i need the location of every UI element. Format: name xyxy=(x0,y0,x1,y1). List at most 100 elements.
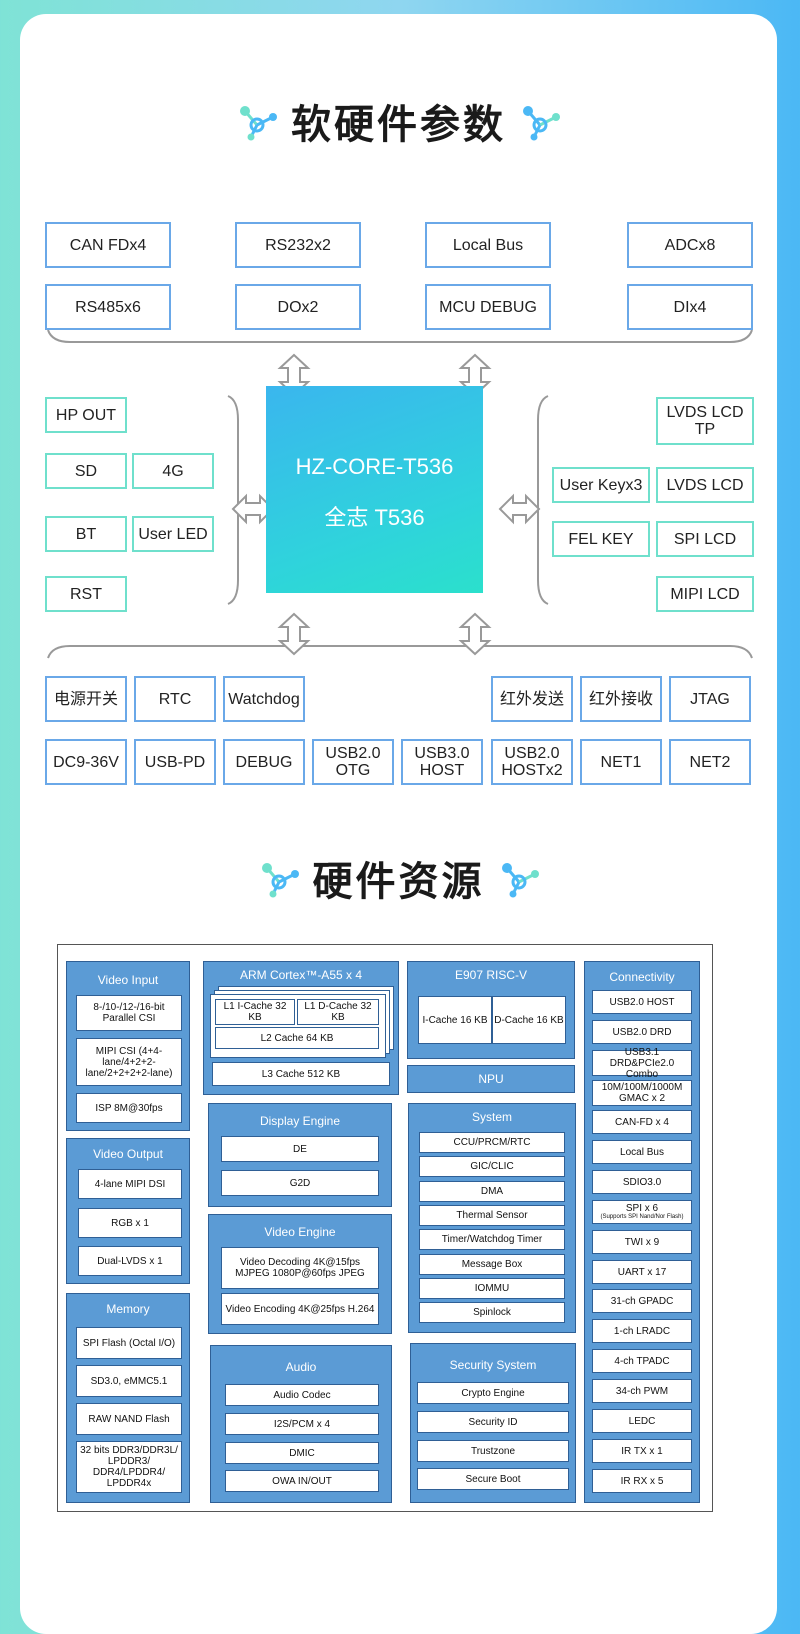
block-item: I-Cache 16 KB xyxy=(418,996,492,1044)
core-module: HZ-CORE-T536 全志 T536 xyxy=(266,386,483,593)
core-model: HZ-CORE-T536 xyxy=(295,454,454,479)
block-item: Thermal Sensor xyxy=(419,1205,565,1226)
group-title: NPU xyxy=(478,1072,504,1086)
block-item: Audio Codec xyxy=(225,1384,379,1406)
block-item: USB2.0 HOST xyxy=(592,990,692,1014)
interface-box: DIx4 xyxy=(627,284,753,330)
interface-box: 红外接收 xyxy=(580,676,662,722)
connector-lines xyxy=(47,329,753,659)
interface-box: USB2.0 HOSTx2 xyxy=(491,739,573,785)
interface-box: MIPI LCD xyxy=(656,576,754,612)
interface-box: User LED xyxy=(132,516,214,552)
interface-box: USB-PD xyxy=(134,739,216,785)
block-item: DMIC xyxy=(225,1442,379,1464)
interface-box: Local Bus xyxy=(425,222,551,268)
block-item: 4-ch TPADC xyxy=(592,1349,692,1373)
block-item: 1-ch LRADC xyxy=(592,1319,692,1343)
block-item: SD3.0, eMMC5.1 xyxy=(76,1365,182,1397)
block-item: L3 Cache 512 KB xyxy=(212,1062,390,1086)
group-video-engine: Video Engine Video Decoding 4K@15fps MJP… xyxy=(208,1214,392,1334)
block-item: Local Bus xyxy=(592,1140,692,1164)
group-title: Connectivity xyxy=(609,970,675,984)
block-item: L2 Cache 64 KB xyxy=(215,1027,379,1049)
group-title: Security System xyxy=(449,1358,537,1372)
block-item: CAN-FD x 4 xyxy=(592,1110,692,1134)
block-item: Trustzone xyxy=(417,1440,569,1462)
interface-box: USB3.0 HOST xyxy=(401,739,483,785)
block-item: OWA IN/OUT xyxy=(225,1470,379,1492)
group-display-engine: Display Engine DE G2D xyxy=(208,1103,392,1207)
interface-box: NET1 xyxy=(580,739,662,785)
interface-box: DEBUG xyxy=(223,739,305,785)
block-item: D-Cache 16 KB xyxy=(492,996,566,1044)
molecule-icon xyxy=(523,106,560,141)
molecule-icon xyxy=(501,863,539,898)
interface-box: BT xyxy=(45,516,127,552)
block-item: GIC/CLIC xyxy=(419,1156,565,1177)
group-video-output: Video Output 4-lane MIPI DSI RGB x 1 Dua… xyxy=(66,1138,190,1284)
double-arrow-icon xyxy=(498,493,541,525)
interface-box: NET2 xyxy=(669,739,751,785)
interface-box: 4G xyxy=(132,453,214,489)
interface-box: RTC xyxy=(134,676,216,722)
interface-box: LVDS LCD TP xyxy=(656,397,754,445)
block-item: G2D xyxy=(221,1170,379,1196)
group-system: System CCU/PRCM/RTC GIC/CLIC DMA Thermal… xyxy=(408,1103,576,1333)
interface-box: CAN FDx4 xyxy=(45,222,171,268)
interface-box: User Keyx3 xyxy=(552,467,650,503)
block-item: 10M/100M/1000M GMAC x 2 xyxy=(592,1080,692,1106)
core-chip: 全志 T536 xyxy=(324,505,425,530)
block-item: Crypto Engine xyxy=(417,1382,569,1404)
block-item: 4-lane MIPI DSI xyxy=(78,1169,182,1199)
block-item: TWI x 9 xyxy=(592,1230,692,1254)
block-item: Spinlock xyxy=(419,1302,565,1323)
block-item: 31-ch GPADC xyxy=(592,1289,692,1313)
group-title: Audio xyxy=(285,1360,317,1374)
interface-box: MCU DEBUG xyxy=(425,284,551,330)
block-item: SPI Flash (Octal I/O) xyxy=(76,1327,182,1359)
block-item: Message Box xyxy=(419,1254,565,1275)
block-item: Timer/Watchdog Timer xyxy=(419,1229,565,1250)
molecule-icon xyxy=(261,863,299,898)
block-item: L1 I-Cache 32 KB xyxy=(215,999,295,1025)
molecule-icon xyxy=(240,106,277,141)
block-item: RGB x 1 xyxy=(78,1208,182,1238)
block-item: USB2.0 DRD xyxy=(592,1020,692,1044)
block-item-spi: SPI x 6 (Supports SPI Nand/Nor Flash) xyxy=(592,1200,692,1224)
interface-box: RST xyxy=(45,576,127,612)
block-item: DE xyxy=(221,1136,379,1162)
block-item: Video Encoding 4K@25fps H.264 xyxy=(221,1293,379,1325)
block-item: Dual-LVDS x 1 xyxy=(78,1246,182,1276)
group-title: ARM Cortex™-A55 x 4 xyxy=(239,968,363,982)
interface-box: SPI LCD xyxy=(656,521,754,557)
block-item: CCU/PRCM/RTC xyxy=(419,1132,565,1153)
interface-box: 电源开关 xyxy=(45,676,127,722)
interface-box: DC9-36V xyxy=(45,739,127,785)
interface-box: 红外发送 xyxy=(491,676,573,722)
block-item: USB3.1 DRD&PCIe2.0 Combo xyxy=(592,1047,692,1080)
block-item: ISP 8M@30fps xyxy=(76,1093,182,1123)
interface-box: HP OUT xyxy=(45,397,127,433)
double-arrow-icon xyxy=(458,612,492,656)
interface-box: Watchdog xyxy=(223,676,305,722)
title-text: 硬件资源 xyxy=(312,859,485,905)
group-audio: Audio Audio Codec I2S/PCM x 4 DMIC OWA I… xyxy=(210,1345,392,1503)
block-item: 32 bits DDR3/DDR3L/ LPDDR3/ DDR4/LPDDR4/… xyxy=(76,1441,182,1493)
group-title: E907 RISC-V xyxy=(454,968,528,982)
group-video-input: Video Input 8-/10-/12-/16-bit Parallel C… xyxy=(66,961,190,1131)
group-title: Video Input xyxy=(97,973,159,987)
block-item: SDIO3.0 xyxy=(592,1170,692,1194)
interface-box: DOx2 xyxy=(235,284,361,330)
block-item: LEDC xyxy=(592,1409,692,1433)
block-item: RAW NAND Flash xyxy=(76,1403,182,1435)
block-item: I2S/PCM x 4 xyxy=(225,1413,379,1435)
title-text: 软硬件参数 xyxy=(291,102,506,148)
interface-box: USB2.0 OTG xyxy=(312,739,394,785)
block-item: IR RX x 5 xyxy=(592,1469,692,1493)
group-memory: Memory SPI Flash (Octal I/O) SD3.0, eMMC… xyxy=(66,1293,190,1503)
block-item: DMA xyxy=(419,1181,565,1202)
block-item: Security ID xyxy=(417,1411,569,1433)
cpu-core-stack: L1 I-Cache 32 KB L1 D-Cache 32 KB L2 Cac… xyxy=(210,994,386,1058)
block-item: IOMMU xyxy=(419,1278,565,1299)
interface-box: ADCx8 xyxy=(627,222,753,268)
